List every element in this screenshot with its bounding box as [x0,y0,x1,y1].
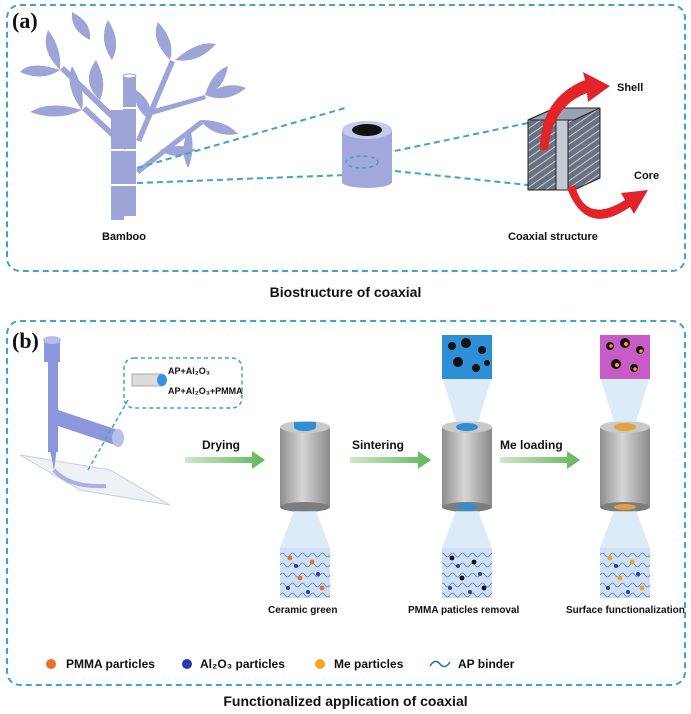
leaf [175,43,216,61]
leaf [135,90,151,120]
orange-dot-icon [46,659,56,669]
cylinder-pmma-removed [442,421,492,512]
leaf [69,66,83,110]
leaf [30,105,82,117]
printer-nozzle [19,336,171,506]
stage-surface-functionalization-label: Surface functionalization [566,605,685,616]
magnified-pores [442,335,492,379]
magnified-functionalized [600,548,650,598]
bamboo-stalk-main [123,76,136,216]
projection-lines-a [136,107,529,186]
shell-label: Shell [617,82,644,94]
panel-a-caption: Biostructure of coaxial [269,284,422,300]
coaxial-structure-block [527,107,601,191]
magnified-pmma-removed [442,548,492,598]
stage-pmma-removal-label: PMMA paticles removal [408,605,520,616]
yellow-orange-dot-icon [315,659,325,669]
legend-me: Me particles [334,657,404,671]
leaf [200,120,238,135]
sintering-arrow [350,451,431,469]
nozzle-inner-label: AP+Al₂O₃+PMMA [168,386,243,396]
leaf [20,65,60,77]
drying-arrow [185,451,265,469]
panel-b-caption: Functionalized application of coaxial [223,693,468,709]
cylinder-functionalized [600,421,650,512]
core-label: Core [634,170,660,182]
step-sintering-label: Sintering [352,438,405,452]
leaf [45,30,61,70]
leaf [71,12,91,40]
bamboo-label: Bamboo [102,231,146,243]
legend-icons [46,659,451,669]
stage-ceramic-green-label: Ceramic green [268,605,338,616]
panel-a-frame [6,4,686,272]
magnified-ceramic-green [280,548,330,598]
shell-arrow [540,72,610,150]
legend-ap-binder: AP binder [458,657,515,671]
me-loading-arrow [500,451,580,469]
leaf [205,66,228,95]
step-me-loading-label: Me loading [500,438,563,452]
step-drying-label: Drying [202,438,241,452]
leaf [205,85,246,99]
blue-dot-icon [182,659,192,669]
core-arrow [567,185,648,219]
wave-line-icon [429,660,451,668]
cylinder-ceramic-green [280,421,330,512]
leaf [155,22,172,60]
legend-al2o3: Al₂O₃ particles [200,657,285,671]
magnified-loaded-pores [600,335,650,379]
nozzle-callout [87,357,243,471]
bamboo-stalk-side [111,110,124,220]
leaf [103,20,117,60]
panel-b-frame [6,320,686,686]
bamboo-illustration [20,12,246,220]
red-arrows [540,72,648,219]
nozzle-outer-label: AP+Al₂O₃ [168,366,210,376]
coaxial-structure-label: Coaxial structure [508,231,598,243]
legend-pmma: PMMA particles [66,657,155,671]
panel-a-label: (a) [12,8,38,33]
zoom-cones [280,377,650,548]
step-arrows [185,451,580,469]
panel-b-label: (b) [12,328,39,353]
coaxial-cylinder [342,121,392,188]
leaf [88,60,104,100]
